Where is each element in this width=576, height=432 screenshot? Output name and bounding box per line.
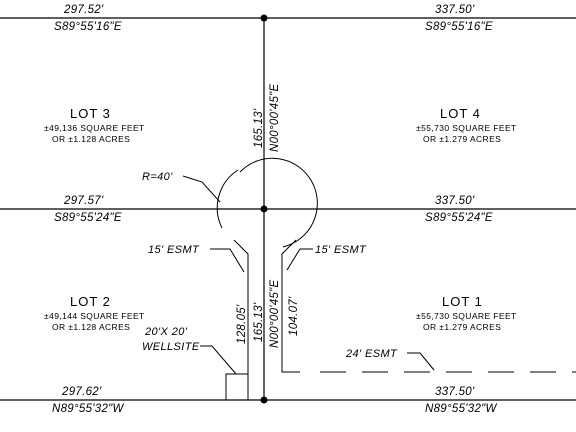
esmt-24-label: 24' ESMT — [345, 348, 398, 360]
lot1-area-ac: OR ±1.279 ACRES — [423, 322, 501, 332]
center-upper-bearing: N00°00'45"E — [269, 83, 281, 152]
lot1-title: LOT 1 — [442, 294, 483, 309]
esmt-left-leader — [210, 248, 245, 273]
lot3-area-ac: OR ±1.128 ACRES — [52, 134, 130, 144]
esmt-left-line — [233, 239, 249, 400]
top-left-bearing: S89°55'16"E — [54, 21, 122, 33]
lot3-title: LOT 3 — [70, 106, 111, 121]
esmt-right-distance: 104.07' — [288, 296, 300, 336]
bot-right-bearing: N89°55'32"W — [425, 403, 498, 415]
mid-left-bearing: S89°55'24"E — [54, 212, 122, 224]
center-lower-distance: 165.13' — [253, 302, 265, 342]
radius-label: R=40' — [142, 171, 173, 183]
center-upper-distance: 165.13' — [253, 108, 265, 148]
bot-right-distance: 337.50' — [435, 386, 475, 398]
monument-middle — [260, 205, 268, 213]
top-right-bearing: S89°55'16"E — [425, 21, 493, 33]
wellsite-label: WELLSITE — [142, 341, 200, 353]
lot4-title: LOT 4 — [440, 106, 481, 121]
bot-left-distance: 297.62' — [61, 386, 102, 398]
lot2-title: LOT 2 — [70, 294, 111, 309]
esmt-left-label: 15' ESMT — [148, 244, 200, 256]
esmt-24-leader — [407, 352, 435, 371]
mid-right-distance: 337.50' — [435, 195, 475, 207]
esmt-right-label: 15' ESMT — [315, 244, 367, 256]
lot4-area-ac: OR ±1.279 ACRES — [423, 134, 501, 144]
wellsite-leader — [200, 345, 237, 375]
cul-de-sac-arc-left — [216, 169, 239, 229]
esmt-right-leader — [286, 248, 313, 271]
lot1-area-sf: ±55,730 SQUARE FEET — [416, 311, 517, 321]
radius-leader — [182, 175, 221, 203]
lot2-area-sf: ±49,144 SQUARE FEET — [44, 311, 145, 321]
center-lower-bearing: N00°00'45"E — [269, 279, 281, 348]
top-right-distance: 337.50' — [435, 4, 475, 16]
wellsite-box — [225, 373, 249, 401]
bot-left-bearing: N89°55'32"W — [52, 403, 125, 415]
esmt-right-line — [281, 239, 300, 373]
monument-south — [260, 396, 268, 404]
esmt-left-distance: 128.05' — [236, 304, 248, 344]
mid-right-bearing: S89°55'24"E — [425, 212, 493, 224]
top-left-distance: 297.52' — [63, 4, 104, 16]
lot3-area-sf: ±49,136 SQUARE FEET — [44, 123, 145, 133]
lot2-area-ac: OR ±1.128 ACRES — [52, 322, 130, 332]
lot4-area-sf: ±55,730 SQUARE FEET — [416, 123, 517, 133]
cul-de-sac-arc — [239, 157, 318, 248]
wellsite-size-label: 20'X 20' — [144, 326, 188, 338]
mid-left-distance: 297.57' — [63, 195, 104, 207]
monument-north — [260, 14, 268, 22]
